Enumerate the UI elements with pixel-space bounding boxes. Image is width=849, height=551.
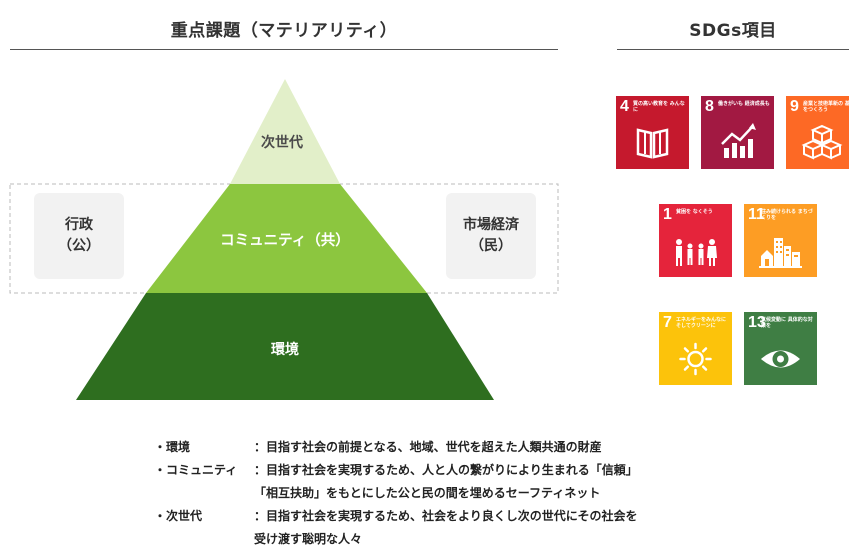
materiality-heading: 重点課題（マテリアリティ）	[170, 21, 398, 41]
sdg-title: 住み続けられる まちづくりを	[761, 209, 813, 221]
sdg-tile-7: 7 エネルギーをみんなに そしてクリーンに	[659, 312, 732, 385]
definition-notes: ・環境 ：目指す社会の前提となる、地域、世代を超えた人類共通の財産 ・コミュニテ…	[154, 436, 638, 551]
sdg-number: 11	[748, 206, 765, 223]
note-text: ：目指す社会を実現するため、人と人の繋がりにより生まれる「信頼」	[254, 463, 638, 477]
book-icon	[636, 128, 669, 159]
pyramid-label-community: コミュニティ（共）	[220, 233, 350, 249]
sdg-tile-8: 8 働きがいも 経済成長も	[701, 96, 774, 169]
sdg-title: 気候変動に 具体的な対策を	[761, 317, 813, 329]
sdg-title: エネルギーをみんなに そしてクリーンに	[676, 317, 727, 329]
pyramid-label-environment: 環境	[271, 342, 299, 358]
family-icon	[676, 239, 717, 266]
sdg-title: 産業と技術革新の 基盤をつくろう	[803, 101, 849, 113]
pyramid-label-next-generation: 次世代	[261, 135, 303, 151]
heading-divider-left	[10, 49, 558, 50]
sdg-tile-4: 4 質の高い教育を みんなに	[616, 96, 689, 169]
buildings-icon	[759, 238, 802, 268]
sdg-title: 働きがいも 経済成長も	[718, 101, 770, 107]
sdg-title: 質の高い教育を みんなに	[633, 101, 685, 113]
note-next-generation: ・次世代 ：目指す社会を実現するため、社会をより良くし次の世代にその社会を	[154, 505, 638, 528]
note-environment: ・環境 ：目指す社会の前提となる、地域、世代を超えた人類共通の財産	[154, 436, 638, 459]
government-label: 行政	[65, 217, 93, 233]
note-text: ：目指す社会の前提となる、地域、世代を超えた人類共通の財産	[254, 440, 602, 454]
note-text: ：目指す社会を実現するため、社会をより良くし次の世代にその社会を	[254, 509, 638, 523]
note-term: ・コミュニティ	[154, 463, 238, 477]
sdg-title: 貧困を なくそう	[676, 209, 713, 215]
sdg-number: 9	[790, 98, 799, 115]
note-term: ・次世代	[154, 509, 203, 523]
pyramid-tier-next-generation	[230, 79, 340, 184]
sdg-tile-13: 13 気候変動に 具体的な対策を	[744, 312, 817, 385]
sdg-tile-9: 9 産業と技術革新の 基盤をつくろう	[786, 96, 849, 169]
note-next-generation-continued: 受け渡す聡明な人々	[154, 528, 638, 551]
sdg-number: 8	[705, 98, 714, 115]
growth-chart-icon	[721, 123, 756, 158]
sdg-number: 1	[663, 206, 672, 223]
sdg-number: 7	[663, 314, 672, 331]
sdg-tile-1: 1 貧困を なくそう	[659, 204, 732, 277]
note-community-continued: 「相互扶助」をもとにした公と民の間を埋めるセーフティネット	[154, 482, 638, 505]
cubes-icon	[801, 124, 843, 160]
sdg-number: 4	[620, 98, 629, 115]
market-economy-sub-label: （民）	[470, 238, 512, 254]
pyramid-tier-community	[146, 184, 427, 293]
sdg-tile-11: 11 住み続けられる まちづくりを	[744, 204, 817, 277]
note-community: ・コミュニティ ：目指す社会を実現するため、人と人の繋がりにより生まれる「信頼」	[154, 459, 638, 482]
sdg-number: 13	[748, 314, 766, 331]
eye-icon	[761, 350, 800, 368]
note-text: 受け渡す聡明な人々	[254, 532, 363, 546]
market-economy-box: 市場経済 （民）	[446, 193, 536, 279]
note-text: 「相互扶助」をもとにした公と民の間を埋めるセーフティネット	[254, 486, 601, 500]
sdgs-heading: SDGs項目	[689, 21, 777, 41]
government-box: 行政 （公）	[34, 193, 124, 279]
government-sub-label: （公）	[58, 238, 100, 254]
note-term: ・環境	[154, 440, 191, 454]
sun-icon	[679, 342, 712, 376]
pyramid-tier-environment	[76, 293, 494, 400]
materiality-pyramid	[9, 79, 559, 400]
market-economy-label: 市場経済	[463, 217, 519, 233]
heading-divider-right	[617, 49, 849, 50]
